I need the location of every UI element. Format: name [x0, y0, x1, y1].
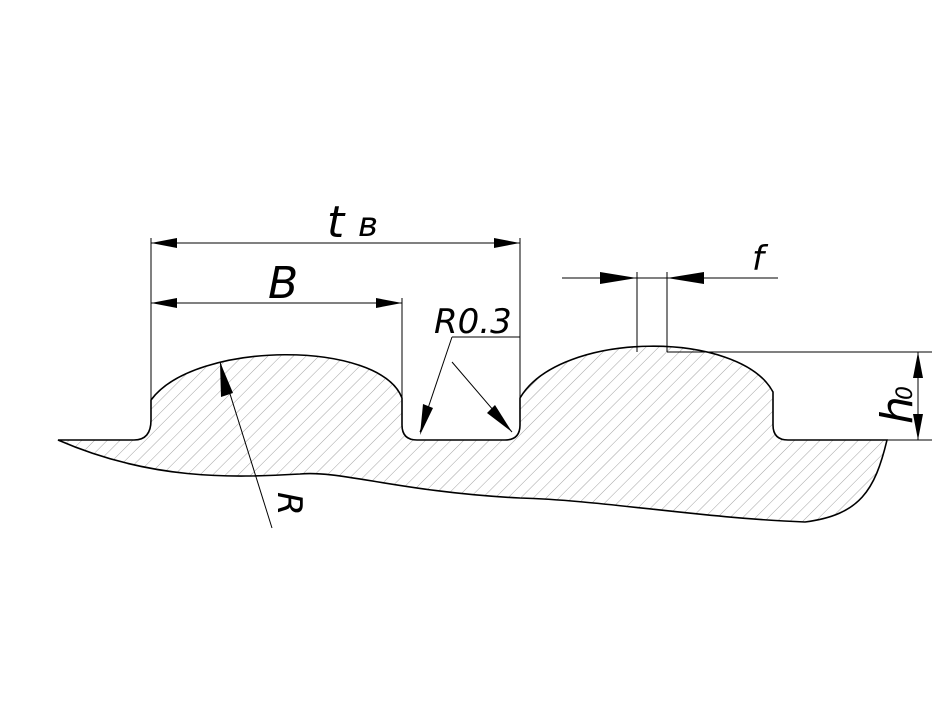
- width-dimension: B: [151, 258, 403, 400]
- arrow-head: [376, 298, 402, 308]
- width-label: B: [268, 258, 298, 309]
- radius-label: R: [269, 492, 309, 516]
- flat-dimension: f: [562, 239, 778, 352]
- pitch-label: t: [327, 197, 346, 248]
- pitch-dimension: t в: [150, 197, 521, 400]
- arrow-head: [487, 405, 512, 432]
- radius-leader: R: [219, 361, 309, 529]
- arrow-head: [151, 238, 177, 248]
- flat-label: f: [752, 239, 769, 279]
- profile-section: [57, 345, 889, 523]
- arrow-head: [220, 362, 233, 397]
- arrow-head: [667, 272, 704, 284]
- arrow-head: [151, 298, 177, 308]
- arrow-head: [600, 272, 637, 284]
- arrow-head: [913, 414, 923, 440]
- fillet-label: R0.3: [434, 302, 512, 342]
- arrow-head: [913, 352, 923, 378]
- pitch-subscript: в: [358, 205, 378, 245]
- arrow-head: [420, 404, 433, 435]
- arrow-head: [494, 238, 520, 248]
- height-dimension: h 0: [667, 351, 932, 441]
- height-label: h: [872, 396, 923, 424]
- height-subscript: 0: [893, 386, 918, 400]
- fillet-leader: R0.3: [419, 302, 520, 435]
